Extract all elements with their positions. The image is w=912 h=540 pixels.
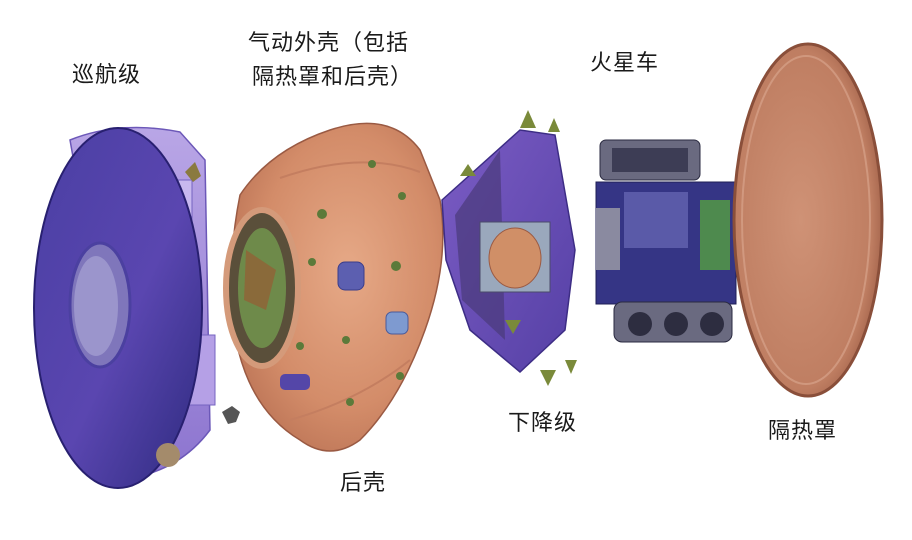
backshell-vent [398, 192, 406, 200]
descent-thruster [540, 370, 556, 386]
backshell-port [337, 261, 365, 291]
rover-graphic [595, 139, 737, 343]
backshell-vent [346, 398, 354, 406]
label-cruise-stage: 巡航级 [72, 63, 142, 88]
backshell-vent [391, 261, 401, 271]
label-aeroshell-line2: 隔热罩和后壳） [252, 65, 414, 90]
cruise-stage-graphic [33, 126, 240, 489]
rover-deck [624, 192, 688, 248]
label-descent-stage: 下降级 [508, 411, 578, 436]
heat-shield-dish [732, 42, 884, 398]
descent-thruster [565, 360, 577, 374]
backshell-graphic [223, 122, 444, 452]
descent-stage-tank [488, 227, 542, 289]
backshell-vent [368, 160, 376, 168]
rover-mast [596, 208, 620, 270]
label-heat-shield: 隔热罩 [768, 419, 838, 444]
heat-shield-rim-highlight [741, 55, 871, 385]
descent-thruster [520, 110, 536, 128]
backshell-vent [342, 336, 350, 344]
backshell-interior-part [244, 250, 276, 310]
backshell-vent [296, 342, 304, 350]
cruise-stage-thruster [185, 162, 201, 182]
backshell-band [279, 161, 421, 179]
rover-wheel [700, 312, 724, 336]
rover-wheel [664, 312, 688, 336]
descent-stage-graphic [441, 110, 577, 386]
rover-solar-cells [612, 148, 688, 172]
backshell-vent [317, 209, 327, 219]
descent-thruster [548, 118, 560, 132]
backshell-vent [396, 372, 404, 380]
backshell-band [289, 359, 411, 421]
cruise-stage-hub-face [74, 256, 118, 356]
backshell-port [280, 374, 310, 390]
descent-thruster [505, 320, 521, 334]
label-aeroshell-line1: 气动外壳（包括 [248, 31, 410, 56]
small-component [222, 406, 240, 424]
label-backshell: 后壳 [340, 471, 387, 496]
backshell-vent [308, 258, 316, 266]
heat-shield-graphic [732, 42, 884, 398]
label-rover: 火星车 [590, 51, 660, 76]
backshell-port [385, 311, 409, 335]
cruise-stage-tank [156, 443, 180, 467]
descent-thruster [460, 164, 476, 176]
rover-instrument [700, 200, 730, 270]
rover-wheel [628, 312, 652, 336]
